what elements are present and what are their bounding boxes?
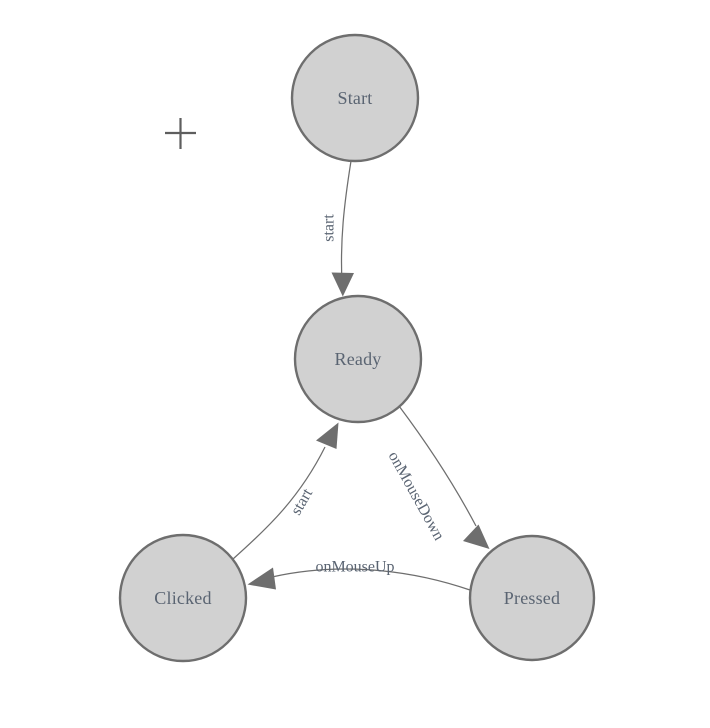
node-ready[interactable]: Ready — [293, 294, 423, 424]
node-start[interactable]: Start — [290, 33, 420, 163]
node-clicked-circle[interactable] — [118, 533, 248, 663]
edge-clicked-to-ready-arrowhead — [316, 422, 339, 449]
node-pressed-label: Pressed — [504, 588, 560, 608]
crosshair-marker[interactable] — [165, 118, 196, 149]
edge-start-to-ready-arrowhead — [331, 272, 354, 297]
node-ready-circle[interactable] — [293, 294, 423, 424]
edge-pressed-to-clicked-arrowhead — [247, 567, 276, 590]
node-start-circle[interactable] — [290, 33, 420, 163]
edge-label-pressed-to-clicked: onMouseUp — [315, 559, 394, 576]
edge-clicked-to-ready-path — [232, 446, 326, 560]
node-ready-label: Ready — [335, 349, 382, 369]
node-pressed-circle[interactable] — [468, 534, 596, 662]
edge-ready-to-pressed[interactable]: onMouseDown — [385, 405, 490, 549]
node-clicked-label: Clicked — [154, 588, 211, 608]
edge-label-start-to-ready: start — [321, 214, 338, 242]
node-clicked[interactable]: Clicked — [118, 533, 248, 663]
edge-start-to-ready[interactable]: start — [321, 160, 355, 297]
edge-start-to-ready-path — [340, 160, 352, 284]
node-pressed[interactable]: Pressed — [468, 534, 596, 662]
edge-ready-to-pressed-arrowhead — [463, 524, 490, 549]
edge-clicked-to-ready[interactable]: start — [232, 422, 339, 560]
edge-ready-to-pressed-path — [398, 405, 477, 527]
edge-pressed-to-clicked-path — [271, 568, 471, 591]
edge-pressed-to-clicked[interactable]: onMouseUp — [247, 559, 471, 591]
edge-label-clicked-to-ready: start — [288, 485, 317, 518]
edge-label-ready-to-pressed: onMouseDown — [385, 449, 448, 544]
node-start-label: Start — [338, 88, 373, 108]
